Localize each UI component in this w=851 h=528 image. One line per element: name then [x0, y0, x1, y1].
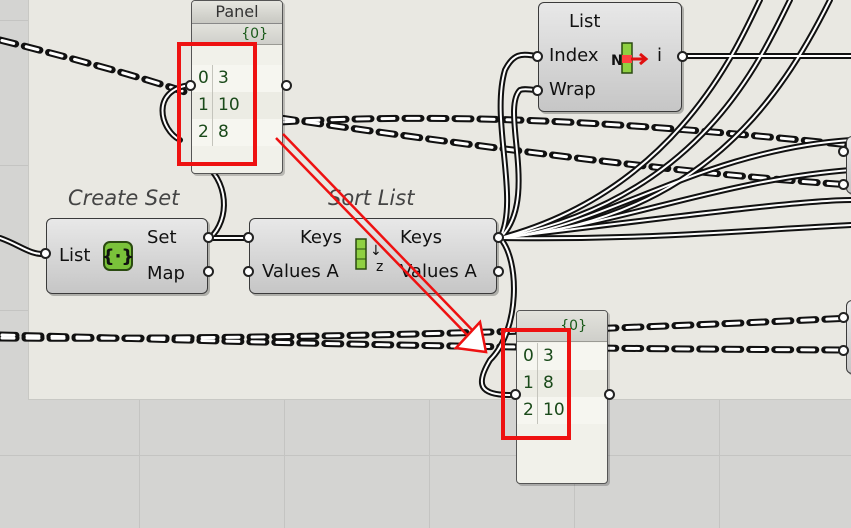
- sort-list-keys-output-grip[interactable]: [493, 232, 504, 243]
- list-item: 0 3: [517, 343, 607, 370]
- panel-top-input-grip[interactable]: [185, 80, 196, 91]
- panel-bottom[interactable]: {0} 0 3 1 8 2 10: [516, 310, 608, 484]
- item-index: 2: [198, 122, 209, 142]
- item-index: 0: [198, 68, 209, 88]
- sort-list-component[interactable]: Keys Values A ↓ z Keys Values A: [249, 218, 497, 294]
- panel-top-output-grip[interactable]: [281, 80, 292, 91]
- solid-wires-inner: [0, 0, 851, 396]
- panel-bottom-input-grip[interactable]: [510, 389, 521, 400]
- svg-text:z: z: [376, 259, 383, 275]
- list-item-output-grip[interactable]: [677, 51, 688, 62]
- panel-top[interactable]: Panel {0} 0 3 1 10 2 8: [191, 0, 283, 174]
- list-item-wrap-grip[interactable]: [532, 85, 543, 96]
- output-i-label: i: [657, 45, 663, 66]
- list-item-icon: N: [611, 41, 651, 79]
- svg-text:↓: ↓: [370, 243, 382, 259]
- input-list-label: List: [59, 245, 91, 266]
- panel-bottom-output-grip[interactable]: [604, 389, 615, 400]
- item-index: 1: [198, 95, 209, 115]
- sort-list-keys-input-grip[interactable]: [243, 232, 254, 243]
- sort-list-values-input-grip[interactable]: [243, 266, 254, 277]
- output-keys-label: Keys: [400, 227, 443, 248]
- item-value: 3: [218, 68, 229, 88]
- panel-title: Panel: [192, 1, 282, 24]
- sort-list-values-output-grip[interactable]: [493, 266, 504, 277]
- create-set-set-grip[interactable]: [203, 232, 214, 243]
- item-value: 8: [543, 373, 554, 393]
- svg-text:{·}: {·}: [103, 246, 133, 267]
- list-item: 2 10: [517, 397, 607, 424]
- output-set-label: Set: [147, 227, 177, 248]
- list-item: 1 8: [517, 370, 607, 397]
- item-value: 3: [543, 346, 554, 366]
- create-set-component[interactable]: List {·} Set Map: [46, 218, 208, 294]
- partial-grip[interactable]: [838, 345, 849, 356]
- create-set-icon: {·}: [102, 241, 134, 275]
- highlight-box-top: [177, 42, 257, 166]
- partial-grip[interactable]: [838, 179, 849, 190]
- input-list-label: List: [569, 11, 601, 32]
- create-set-map-grip[interactable]: [203, 266, 214, 277]
- item-index: 1: [523, 373, 534, 393]
- partial-grip[interactable]: [838, 146, 849, 157]
- list-item: 0 3: [192, 65, 282, 92]
- list-item-index-grip[interactable]: [532, 51, 543, 62]
- input-values-label: Values A: [262, 261, 339, 282]
- item-index: 0: [523, 346, 534, 366]
- item-value: 10: [543, 400, 565, 420]
- create-set-input-grip[interactable]: [40, 248, 51, 259]
- item-index: 2: [523, 400, 534, 420]
- partial-grip[interactable]: [838, 312, 849, 323]
- list-item: 2 8: [192, 119, 282, 146]
- svg-text:N: N: [611, 53, 623, 69]
- input-keys-label: Keys: [300, 227, 343, 248]
- list-item-component[interactable]: List Index Wrap N i: [538, 2, 682, 112]
- input-index-label: Index: [549, 45, 599, 66]
- sort-icon: ↓ z: [354, 235, 388, 279]
- item-value: 10: [218, 95, 240, 115]
- highlight-box-bottom: [501, 328, 571, 440]
- item-value: 8: [218, 122, 229, 142]
- input-wrap-label: Wrap: [549, 79, 596, 100]
- output-map-label: Map: [147, 263, 185, 284]
- create-set-title: Create Set: [68, 186, 180, 210]
- list-item: 1 10: [192, 92, 282, 119]
